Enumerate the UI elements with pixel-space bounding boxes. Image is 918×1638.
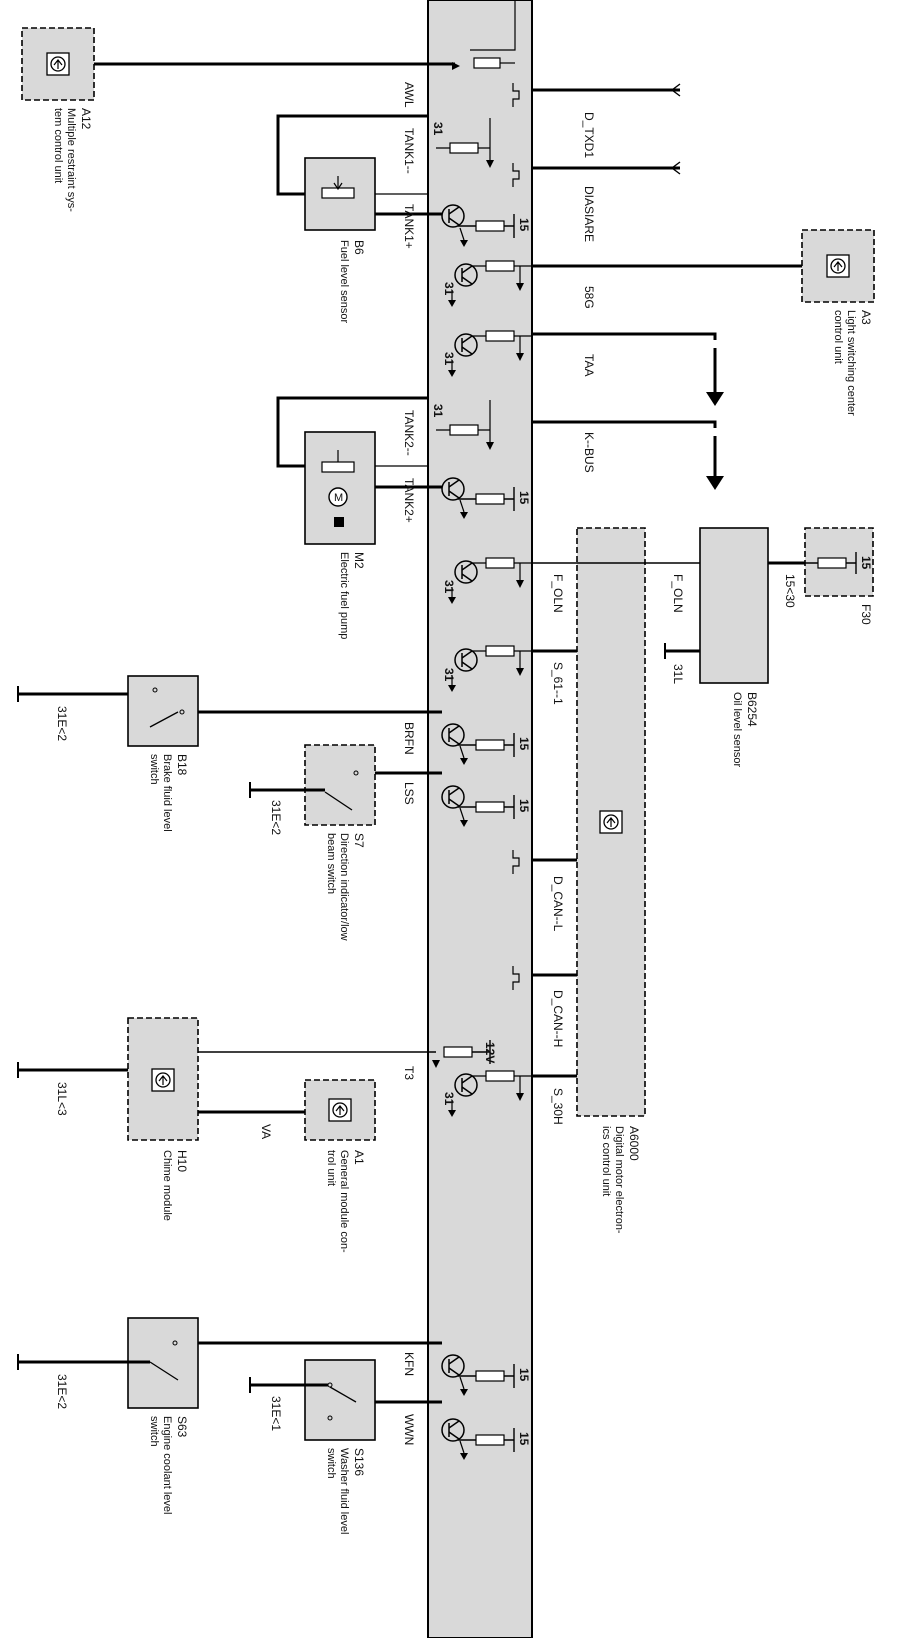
t31-s61: 31 (442, 668, 456, 682)
signal-diasiare: DIASIARE (582, 186, 596, 242)
t15-tank1plus: 15 (517, 218, 531, 232)
s7-ground: 31E<2 (269, 800, 283, 835)
b18-name-2: switch (148, 754, 160, 785)
signal-s-61-1: S_61--1 (551, 662, 565, 705)
signal-tank2-plus: TANK2+ (402, 478, 416, 523)
t31-tank2: 31 (431, 404, 445, 418)
m2-name: Electric fuel pump (338, 552, 350, 639)
signal-tank1-plus: TANK1+ (402, 204, 416, 249)
signal-d-can-l: D_CAN--L (551, 876, 565, 932)
component-h10: H10 Chime module (17, 1017, 436, 1221)
a3-id: A3 (859, 310, 873, 325)
signal-s-30h: S_30H (551, 1088, 565, 1125)
t15-brfn: 15 (517, 737, 531, 751)
b18-id: B18 (175, 754, 189, 776)
component-s136: S136 Washer fluid level switch (249, 1359, 442, 1534)
s136-name-1: Washer fluid level (338, 1448, 350, 1534)
signal-d-can-h: D_CAN--H (551, 990, 565, 1047)
a12-name-1: Multiple restraint sys- (65, 108, 77, 212)
b6254-name: Oil level sensor (731, 692, 743, 768)
s63-id: S63 (175, 1416, 189, 1438)
t12v-t3: 12V (483, 1042, 497, 1063)
transistor-stages (441, 82, 532, 1460)
s7-id: S7 (352, 833, 366, 848)
component-s7: S7 Direction indicator/low beam switch (249, 744, 442, 941)
a12-id: A12 (79, 108, 93, 130)
b18-name-1: Brake fluid level (161, 754, 173, 832)
f30-id: F30 (859, 604, 873, 625)
component-s63: S63 Engine coolant level switch (17, 1317, 442, 1514)
signal-awl: AWL (402, 82, 416, 108)
signal-tank1-minus: TANK1-- (402, 128, 416, 174)
s136-name-2: switch (325, 1448, 337, 1479)
a1-id: A1 (352, 1150, 366, 1165)
signal-58g: 58G (582, 286, 596, 309)
signal-va: VA (259, 1124, 273, 1139)
t15-tank2plus: 15 (517, 491, 531, 505)
b6254-supply: 15<30 (783, 574, 797, 608)
h10-id: H10 (175, 1150, 189, 1172)
s63-name-2: switch (148, 1416, 160, 1447)
b18-ground: 31E<2 (55, 706, 69, 741)
internal-circuits (432, 118, 494, 1068)
s63-ground: 31E<2 (55, 1374, 69, 1409)
a6000-id: A6000 (627, 1126, 641, 1161)
s136-id: S136 (352, 1448, 366, 1476)
t31-58g: 31 (442, 282, 456, 296)
signal-taa: TAA (582, 354, 596, 376)
a6000-name-1: Digital motor electron- (613, 1126, 625, 1234)
t15-wwn: 15 (517, 1432, 531, 1446)
h10-name: Chime module (161, 1150, 173, 1221)
h10-ground: 31L<3 (55, 1082, 69, 1116)
a1-name-1: General module con- (338, 1150, 350, 1253)
signal-kbus: K--BUS (582, 432, 596, 473)
svg-text:M: M (334, 492, 343, 504)
t15-kfn: 15 (517, 1368, 531, 1382)
s7-name-2: beam switch (325, 833, 337, 894)
b6254-id: B6254 (745, 692, 759, 727)
signal-brfn: BRFN (402, 722, 416, 755)
m2-id: M2 (352, 552, 366, 569)
component-b6254: B6254 Oil level sensor (664, 527, 805, 768)
t31-s30h: 31 (442, 1092, 456, 1106)
a1-name-2: trol unit (325, 1150, 337, 1186)
s7-name-1: Direction indicator/low (338, 833, 350, 941)
a3-name-1: Light switching center (845, 310, 857, 416)
signal-t3: T3 (402, 1066, 416, 1080)
component-b18: B18 Brake fluid level switch (17, 675, 442, 832)
component-a12: A12 Multiple restraint sys- tem control … (21, 27, 515, 212)
t31-tank1: 31 (431, 122, 445, 136)
s136-ground: 31E<1 (269, 1396, 283, 1431)
b6254-ground: 31L (671, 664, 685, 684)
control-unit-band (427, 0, 533, 1638)
component-a1: A1 General module con- trol unit (304, 1079, 376, 1253)
b6-id: B6 (352, 240, 366, 255)
f30-15: 15 (859, 556, 873, 570)
signal-lss: LSS (402, 782, 416, 805)
component-m2: M M2 Electric fuel pump (276, 396, 442, 639)
s63-name-1: Engine coolant level (161, 1416, 173, 1514)
a12-name-2: tem control unit (52, 108, 64, 183)
signal-f-oln-left: F_OLN (551, 574, 565, 613)
signal-d-txd1: D_TXD1 (582, 112, 596, 158)
signal-f-oln-right: F_OLN (671, 574, 685, 613)
component-f30: 15 F30 (804, 527, 874, 625)
signal-tank2-minus: TANK2-- (402, 410, 416, 456)
component-a6000: A6000 Digital motor electron- ics contro… (532, 527, 700, 1234)
a6000-name-2: ics control unit (600, 1126, 612, 1196)
component-b6: B6 Fuel level sensor (276, 114, 442, 323)
t31-foln: 31 (442, 580, 456, 594)
signal-kfn: KFN (402, 1352, 416, 1376)
signal-wwn: WWN (402, 1414, 416, 1445)
b6-name: Fuel level sensor (338, 240, 350, 323)
a3-name-2: control unit (832, 310, 844, 364)
t31-taa: 31 (442, 352, 456, 366)
component-a3: A3 Light switching center control unit (532, 229, 875, 416)
t15-lss: 15 (517, 799, 531, 813)
